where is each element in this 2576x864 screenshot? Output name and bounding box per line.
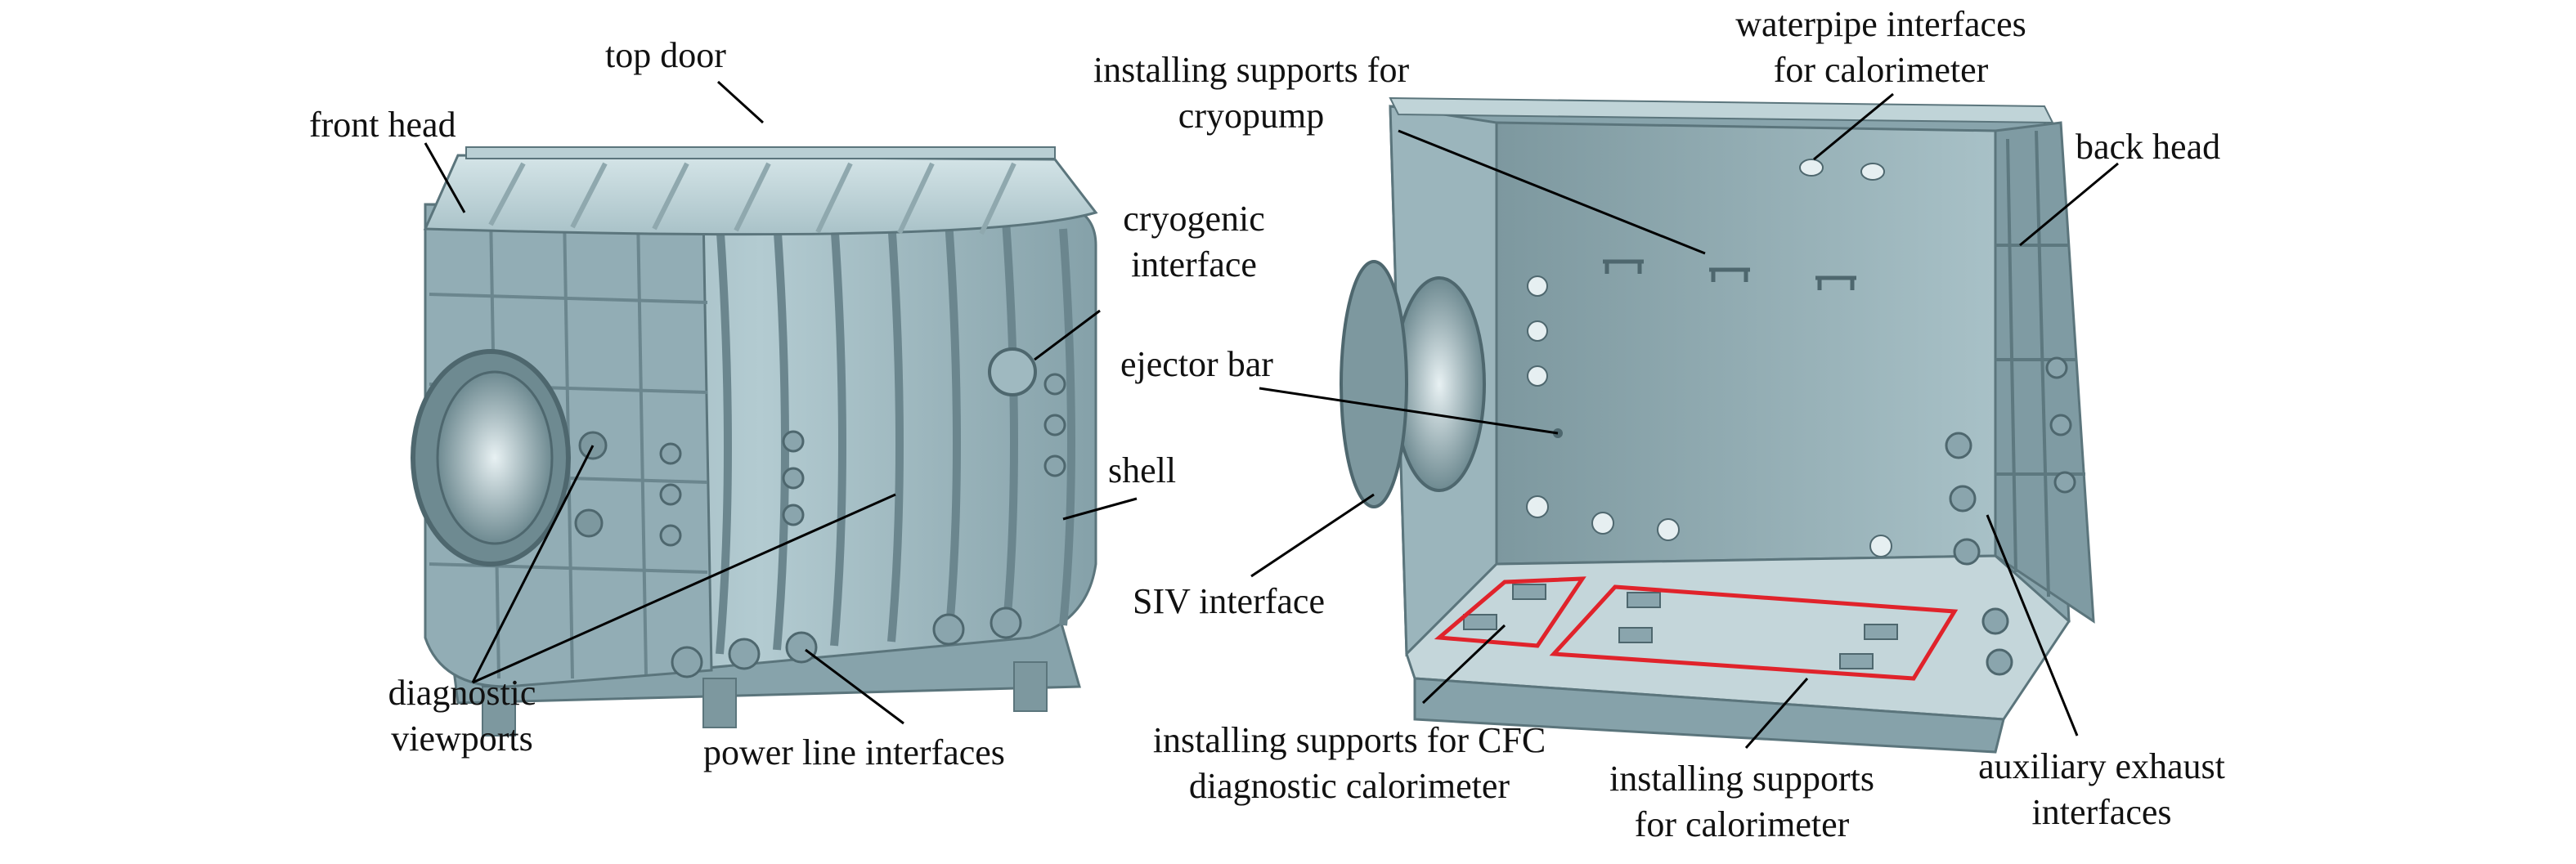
label-installing-supports-cryopump: installing supports for cryopump (1047, 47, 1456, 139)
label-cryogenic-line1: cryogenic (1123, 199, 1265, 239)
label-shell: shell (1108, 450, 1177, 490)
leader-back-head (2019, 162, 2119, 247)
label-viewports-line2: viewports (391, 719, 533, 759)
left-vessel (411, 146, 1098, 736)
leader-power-line (805, 648, 904, 725)
back-head-side (1994, 121, 2095, 624)
label-calorimeter-line2: for calorimeter (1634, 804, 1850, 844)
label-cryopump-line2: cryopump (1178, 96, 1325, 136)
label-back-head: back head (2076, 127, 2221, 167)
left-foot (1013, 661, 1048, 712)
leader-cryopump (1398, 129, 1706, 255)
right-top-rim (1389, 96, 2054, 124)
label-waterpipe-line2: for calorimeter (1773, 50, 1989, 90)
cryopump-supports (1603, 259, 1856, 290)
label-front-head: front head (309, 105, 456, 145)
waterpipe-hole-icon (1860, 163, 1885, 181)
leader-top-door (716, 80, 765, 124)
shell-ribs (716, 220, 1075, 655)
right-vessel (1340, 96, 2095, 754)
top-door-flange (465, 146, 1056, 159)
cfc-highlight-box (1434, 576, 1586, 648)
label-viewports-line1: diagnostic (388, 673, 536, 713)
power-line-pipes (671, 607, 1022, 678)
leader-shell (1062, 497, 1138, 521)
siv-flange (1340, 260, 1408, 508)
back-head-ribs (1995, 130, 2085, 598)
label-waterpipe-interfaces: waterpipe interfaces for calorimeter (1685, 2, 2077, 93)
leader-viewport-1 (471, 445, 595, 683)
right-interior-wall (1495, 121, 1997, 566)
leader-cryogenic (1034, 309, 1101, 361)
label-auxiliary-line2: interfaces (2031, 792, 2172, 832)
shell-port-circles (659, 373, 1066, 547)
leader-viewport-2 (472, 493, 896, 684)
label-auxiliary-line1: auxiliary exhaust (1978, 746, 2225, 786)
leader-ejector-bar (1259, 387, 1559, 435)
label-cryopump-line1: installing supports for (1093, 50, 1410, 90)
label-ejector-bar: ejector bar (1120, 344, 1273, 384)
label-waterpipe-line1: waterpipe interfaces (1735, 4, 2026, 44)
left-large-port (436, 370, 554, 545)
label-diagnostic-viewports: diagnostic viewports (368, 670, 556, 762)
label-top-door: top door (605, 35, 726, 75)
diagnostic-viewport-icon (574, 508, 604, 538)
leader-lines (424, 80, 2119, 749)
leader-waterpipe (1813, 92, 1894, 161)
leader-auxiliary (1986, 514, 2079, 736)
label-cryogenic-interface: cryogenic interface (1100, 196, 1288, 288)
leader-cfc (1421, 624, 1506, 705)
label-auxiliary-exhaust-interfaces: auxiliary exhaust interfaces (1938, 744, 2265, 835)
label-power-line-interfaces: power line interfaces (703, 732, 1005, 772)
label-installing-supports-calorimeter: installing supports for calorimeter (1586, 756, 1897, 848)
label-calorimeter-line1: installing supports (1609, 759, 1874, 799)
left-foot (482, 686, 516, 736)
calorimeter-highlight-box (1549, 584, 1959, 681)
label-cryogenic-line2: interface (1131, 244, 1257, 284)
waterpipe-hole-icon (1799, 159, 1824, 177)
cryogenic-port-icon (988, 347, 1037, 396)
leader-calorimeter-supports (1744, 678, 1809, 749)
left-top-door (423, 154, 1098, 236)
right-base-frame (1413, 677, 2005, 754)
leader-front-head (424, 142, 466, 213)
label-cfc-line1: installing supports for CFC (1152, 720, 1546, 760)
left-foot (702, 678, 737, 728)
auxiliary-exhaust-pipes (1945, 356, 2076, 676)
side-wall-holes (1526, 275, 1892, 557)
floor-support-pads (1463, 584, 1898, 669)
label-cfc-line2: diagnostic calorimeter (1188, 766, 1510, 806)
label-siv-interface: SIV interface (1133, 581, 1325, 621)
label-installing-supports-cfc: installing supports for CFC diagnostic c… (1096, 718, 1603, 809)
top-door-ribs (488, 162, 1016, 235)
leader-siv (1250, 493, 1375, 578)
